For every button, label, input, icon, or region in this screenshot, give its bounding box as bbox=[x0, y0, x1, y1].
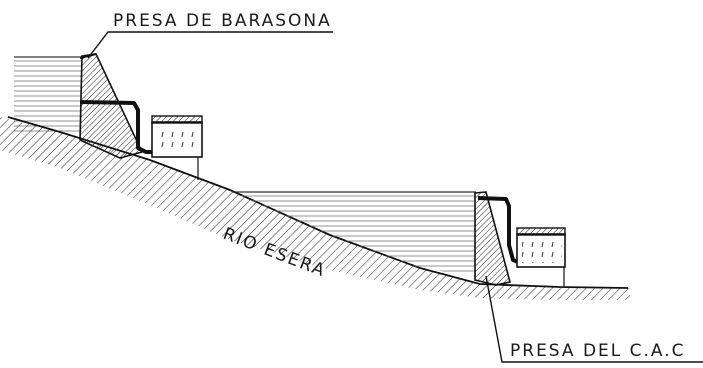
lower-powerhouse bbox=[516, 227, 566, 287]
label-presa-barasona: PRESA DE BARASONA bbox=[113, 11, 332, 31]
upper-dam-crest bbox=[79, 53, 97, 59]
lower-dam-body bbox=[474, 191, 511, 286]
lower-dam-leader-line bbox=[485, 275, 703, 363]
upper-reservoir-water bbox=[14, 57, 82, 132]
lower-reservoir-water bbox=[232, 192, 475, 276]
upper-powerhouse bbox=[151, 115, 203, 180]
terrain-hatched-ground bbox=[0, 117, 630, 300]
lower-penstock bbox=[477, 196, 519, 264]
label-presa-cac: PRESA DEL C.A.C bbox=[510, 341, 686, 361]
upper-dam-leader-line bbox=[87, 31, 333, 59]
upper-penstock bbox=[79, 100, 152, 154]
